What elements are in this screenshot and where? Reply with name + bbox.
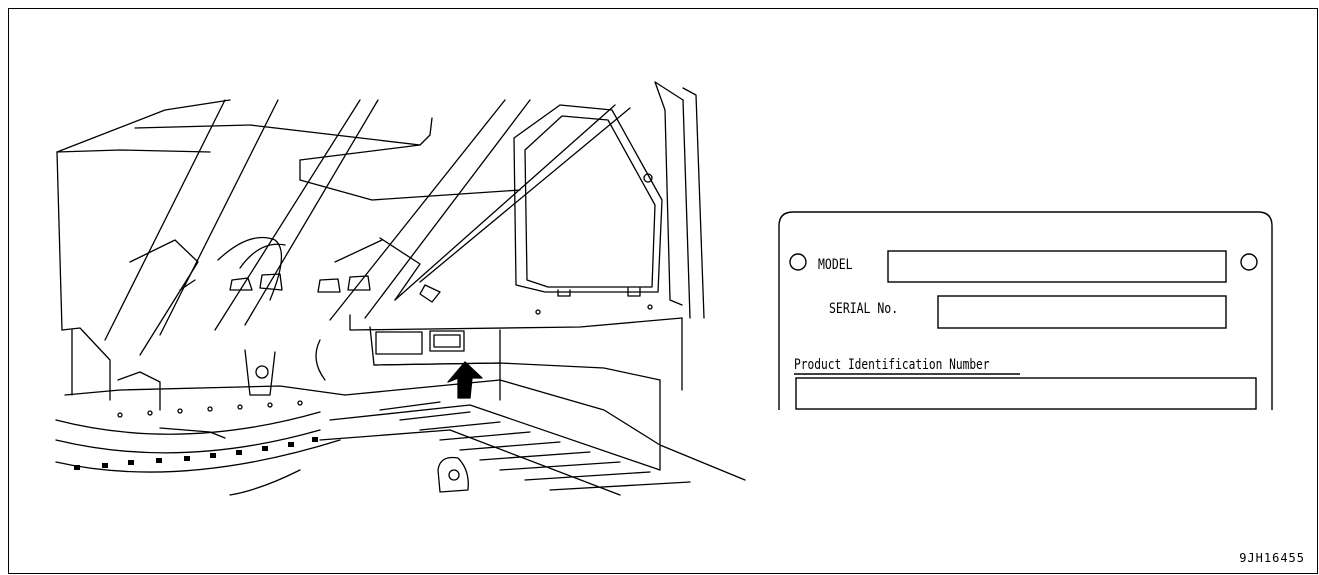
pin-label: Product Identification Number <box>794 357 990 373</box>
mounting-hole-right <box>1240 253 1258 271</box>
figure-frame <box>8 8 1318 574</box>
model-label: MODEL <box>818 257 853 273</box>
figure-code: 9JH16455 <box>1239 551 1305 565</box>
model-field <box>887 250 1227 283</box>
mounting-hole-left <box>789 253 807 271</box>
nameplate-outline <box>778 211 1273 410</box>
serial-field <box>937 295 1227 329</box>
pin-field <box>795 377 1257 410</box>
serial-label: SERIAL No. <box>829 301 899 317</box>
